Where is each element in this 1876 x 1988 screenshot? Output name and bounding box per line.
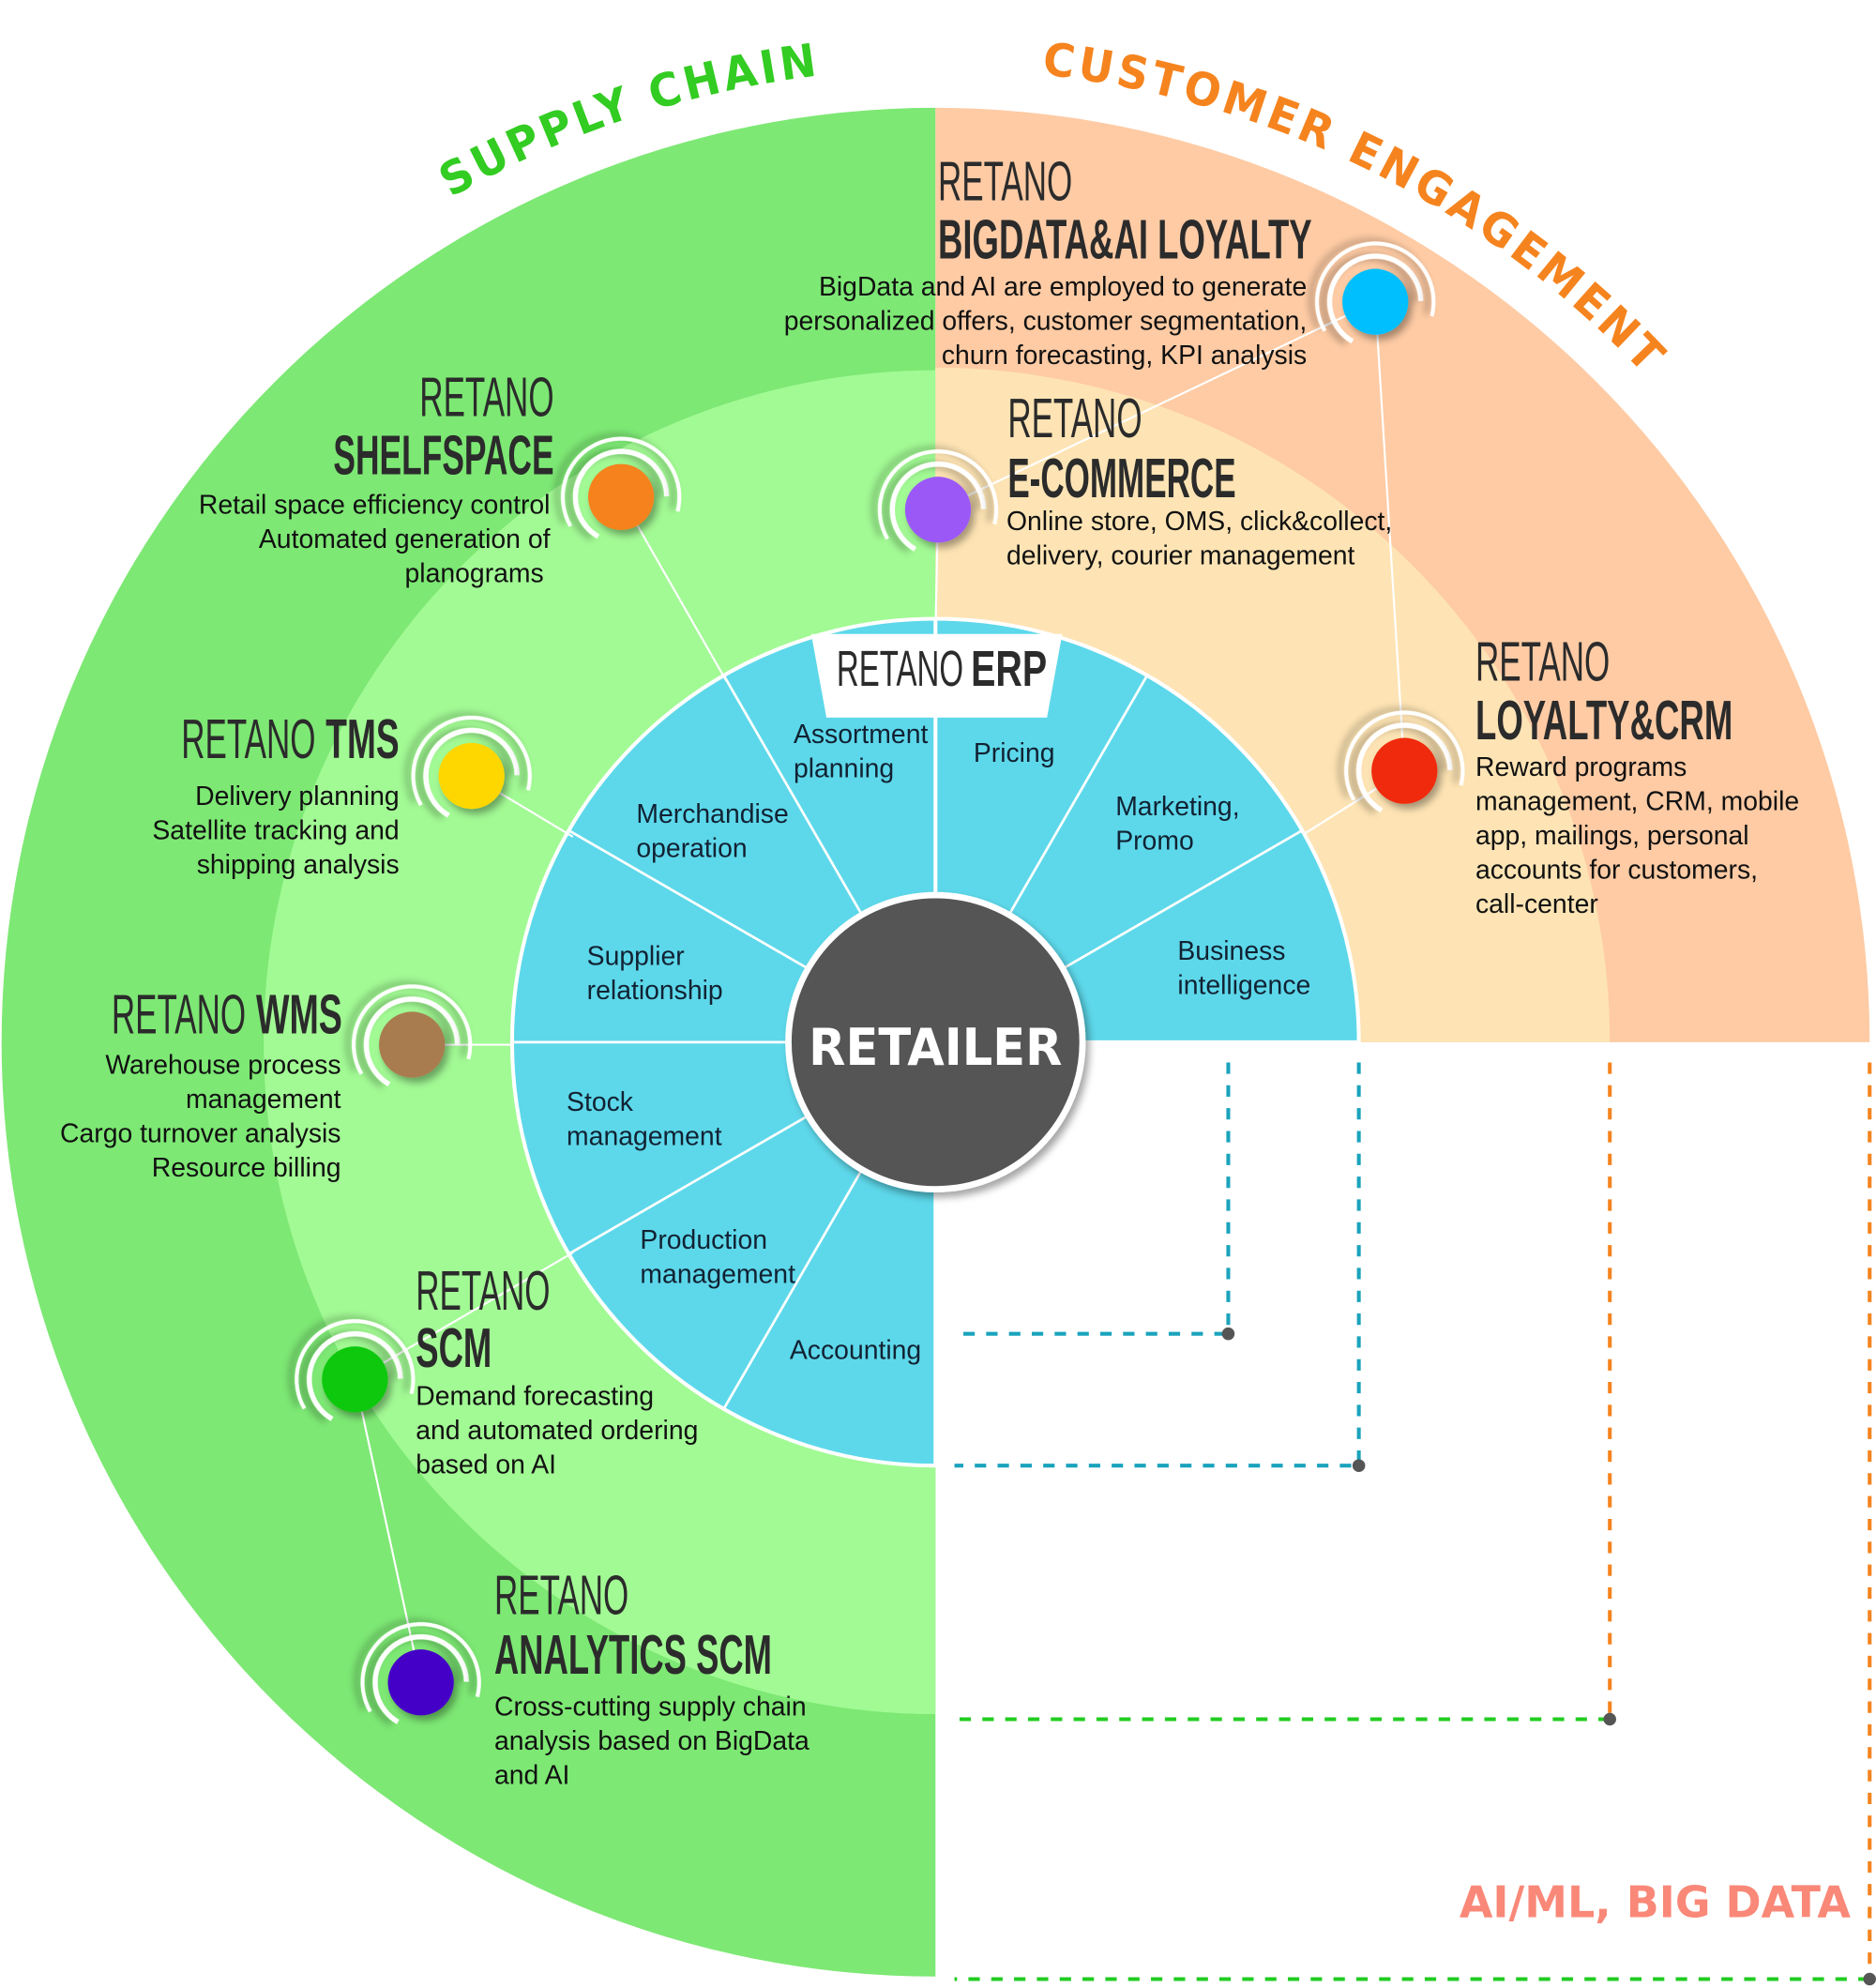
ai-ml-dotted-connectors (954, 1062, 1872, 1981)
product-prefix: RETANO (938, 150, 1072, 213)
node-dot[interactable] (387, 1649, 454, 1716)
node-dot[interactable] (1342, 268, 1409, 335)
retailer-hub[interactable] (785, 891, 1086, 1192)
node-ring (363, 996, 461, 1093)
product-prefix: RETANO (419, 365, 553, 428)
node-scm[interactable] (275, 1299, 434, 1459)
node-dot[interactable] (379, 1011, 446, 1078)
node-ring (1355, 722, 1453, 820)
product-name: E-COMMERCE (1007, 447, 1235, 509)
product-bigdata[interactable]: RETANO BIGDATA&AI LOYALTY BigData and AI… (784, 150, 1312, 371)
sector-marketing-promo[interactable]: Marketing,Promo (1115, 792, 1239, 856)
product-prefix: RETANO (1007, 387, 1142, 449)
node-ring (1326, 253, 1424, 351)
ai-ml-big-data-label: AI/ML, BIG DATA (1460, 1876, 1852, 1927)
product-prefix: RETANO (416, 1259, 550, 1322)
node-ring (307, 1330, 403, 1428)
node-ring (295, 1319, 416, 1440)
sector-pricing[interactable]: Pricing (974, 738, 1055, 768)
node-ring (572, 448, 670, 546)
product-name: SHELFSPACE (333, 423, 553, 486)
product-nodes (275, 222, 1484, 1762)
node-ring (1344, 710, 1465, 831)
product-name: ANALYTICS SCM (494, 1623, 772, 1686)
node-dot[interactable] (588, 463, 655, 530)
product-name: LOYALTY&CRM (1475, 689, 1732, 751)
product-analytics-scm[interactable]: RETANO ANALYTICS SCM Cross-cutting suppl… (494, 1563, 809, 1790)
node-dot[interactable] (1371, 737, 1438, 804)
node-loyalty[interactable] (1324, 691, 1484, 851)
node-ring (352, 984, 473, 1105)
node-ring (423, 727, 521, 825)
product-ecommerce[interactable]: RETANO E-COMMERCE Online store, OMS, cli… (1006, 387, 1392, 570)
sector-accounting[interactable]: Accounting (790, 1336, 921, 1366)
node-ring (372, 1633, 469, 1731)
node-analytics[interactable] (341, 1602, 501, 1762)
node-ring (360, 1622, 481, 1743)
node-bigdata[interactable] (1295, 222, 1455, 382)
node-dot[interactable] (322, 1346, 388, 1413)
product-name: BIGDATA&AI LOYALTY (938, 208, 1312, 271)
product-shelfspace[interactable]: RETANO SHELFSPACE Retail space efficienc… (199, 365, 554, 588)
product-prefix: RETANO (1475, 630, 1610, 693)
erp-label-tab (810, 633, 1063, 718)
node-ring (877, 449, 999, 570)
connector-endpoints (1221, 1327, 1876, 1986)
node-ring (1315, 241, 1436, 362)
node-ring (889, 461, 987, 558)
node-wms[interactable] (332, 965, 492, 1125)
node-tms[interactable] (392, 696, 552, 856)
node-ring (411, 715, 532, 837)
product-name: SCM (416, 1316, 492, 1379)
retailer-label: RETAILER (809, 1018, 1062, 1077)
product-prefix: RETANO (494, 1563, 628, 1626)
node-ecommerce[interactable] (858, 430, 1018, 589)
node-dot[interactable] (438, 742, 505, 810)
product-description: Online store, OMS, click&collect,deliver… (1006, 507, 1392, 570)
node-dot[interactable] (904, 477, 972, 543)
